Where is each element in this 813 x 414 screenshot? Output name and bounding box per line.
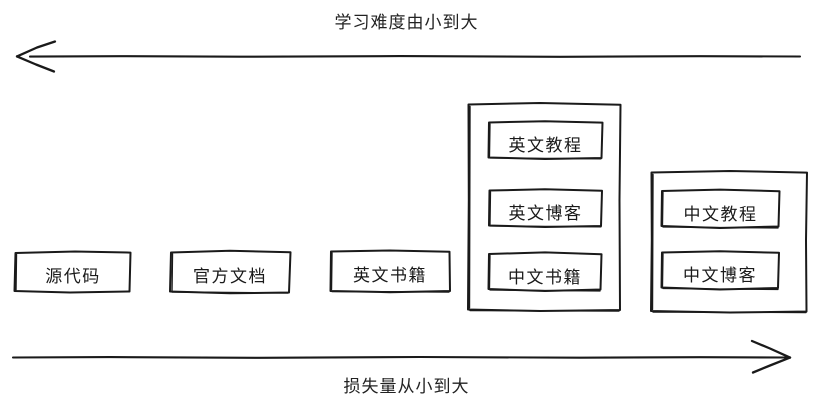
difficulty-axis-arrow (15, 40, 802, 73)
bottom-axis-label: 损失量从小到大 (343, 377, 470, 397)
item-box-english-blogs[interactable] (488, 188, 603, 228)
item-box-english-tutorials[interactable] (487, 120, 604, 160)
loss-axis-arrow (11, 339, 792, 374)
item-box-official-docs[interactable] (169, 249, 292, 295)
item-box-chinese-books[interactable] (487, 251, 603, 292)
item-box-chinese-tutorials[interactable] (660, 188, 781, 229)
top-axis-label: 学习难度由小到大 (334, 13, 479, 33)
item-box-source-code[interactable] (13, 250, 132, 294)
item-box-english-books[interactable] (329, 249, 451, 294)
item-box-chinese-blogs[interactable] (660, 250, 780, 291)
